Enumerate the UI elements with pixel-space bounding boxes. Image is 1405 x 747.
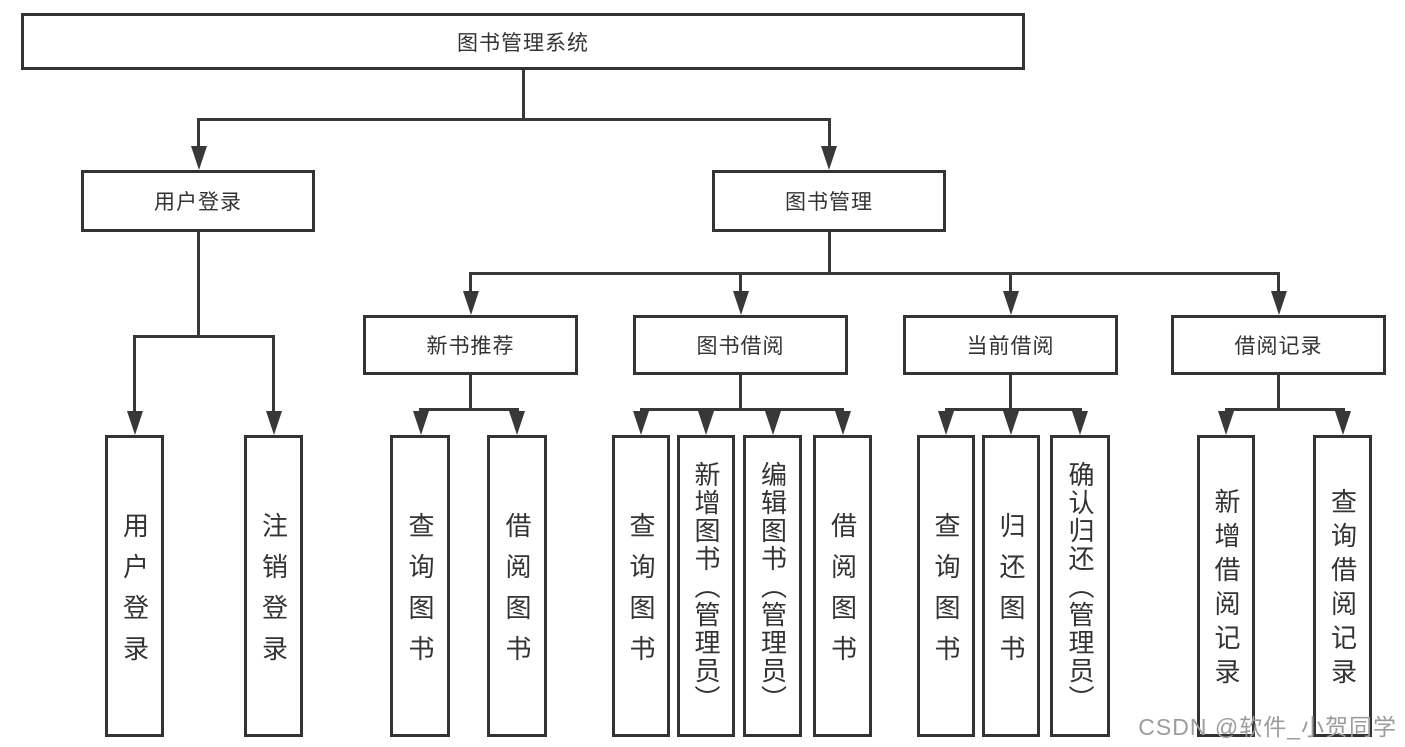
arrowhead-down-icon [126, 411, 143, 435]
arrowhead-down-icon [509, 411, 525, 435]
node-new-book-recommend: 新书推荐 [363, 315, 578, 375]
connector-line [197, 118, 200, 148]
connector-line [1224, 408, 1345, 411]
node-label: 用户登录 [154, 191, 242, 214]
connector-line [469, 272, 1280, 275]
leaf-label: 归还图书 [996, 511, 1026, 676]
leaf-confirm-return-admin: 确认归还（管理员） [1050, 435, 1110, 737]
connector-line [419, 408, 519, 411]
connector-line [1277, 272, 1280, 294]
leaf-query-book-current: 查询图书 [917, 435, 975, 737]
arrowhead-down-icon [698, 411, 714, 435]
watermark: CSDN @软件_小贺同学 [1138, 714, 1397, 740]
arrowhead-down-icon [1218, 411, 1234, 435]
connector-line [133, 334, 136, 413]
leaf-logout: 注销登录 [244, 435, 303, 737]
leaf-borrow-book: 借阅图书 [813, 435, 872, 737]
leaf-label: 确认归还（管理员） [1065, 461, 1095, 713]
arrowhead-down-icon [412, 411, 429, 435]
leaf-query-book-borrowing: 查询图书 [612, 435, 670, 737]
connector-line [1277, 375, 1280, 410]
connector-line [1009, 272, 1012, 294]
arrowhead-down-icon [732, 291, 749, 315]
leaf-borrow-book-recommend: 借阅图书 [487, 435, 547, 737]
node-label: 图书管理系统 [457, 31, 589, 55]
arrowhead-down-icon [1002, 291, 1019, 315]
connector-line [197, 118, 831, 121]
arrowhead-down-icon [1334, 411, 1351, 435]
arrowhead-down-icon [1270, 291, 1287, 315]
arrowhead-down-icon [1003, 411, 1019, 435]
connector-line [197, 232, 200, 336]
node-book-management-branch: 图书管理 [712, 170, 946, 232]
node-library-management-system: 图书管理系统 [21, 13, 1025, 70]
leaf-label: 新增图书（管理员） [691, 461, 721, 713]
arrowhead-down-icon [821, 146, 837, 170]
arrowhead-down-icon [938, 411, 954, 435]
leaf-label: 用户登录 [119, 511, 150, 676]
leaf-add-borrow-record: 新增借阅记录 [1197, 435, 1255, 737]
connector-line [827, 232, 831, 275]
leaf-label: 查询借阅记录 [1327, 488, 1358, 692]
arrowhead-down-icon [462, 291, 479, 315]
leaf-return-book: 归还图书 [982, 435, 1040, 737]
connector-line [739, 272, 742, 294]
arrowhead-down-icon [834, 411, 851, 435]
node-borrowing-records: 借阅记录 [1171, 315, 1386, 375]
arrowhead-down-icon [1072, 411, 1088, 435]
connector-line [133, 334, 275, 338]
leaf-edit-book-admin: 编辑图书（管理员） [743, 435, 802, 737]
connector-line [272, 334, 275, 413]
leaf-label: 借阅图书 [502, 511, 532, 676]
leaf-user-login: 用户登录 [105, 435, 164, 737]
leaf-label: 新增借阅记录 [1211, 488, 1241, 692]
connector-line [521, 70, 525, 120]
leaf-label: 查询图书 [931, 511, 961, 676]
connector-line [469, 272, 472, 294]
connector-line [639, 408, 844, 411]
leaf-label: 注销登录 [258, 511, 289, 676]
node-label: 图书管理 [785, 191, 873, 214]
leaf-label: 查询图书 [626, 511, 656, 676]
arrowhead-down-icon [265, 411, 282, 435]
node-label: 新书推荐 [426, 335, 515, 358]
leaf-add-book-admin: 新增图书（管理员） [677, 435, 735, 737]
node-label: 图书借阅 [696, 335, 785, 358]
leaf-label: 借阅图书 [827, 511, 858, 676]
node-label: 借阅记录 [1234, 335, 1323, 358]
node-user-login-branch: 用户登录 [81, 170, 315, 232]
node-label: 当前借阅 [966, 335, 1055, 358]
connector-line [469, 375, 472, 410]
leaf-query-book-recommend: 查询图书 [390, 435, 450, 737]
connector-line [1009, 375, 1012, 410]
leaf-query-borrow-record: 查询借阅记录 [1313, 435, 1372, 737]
arrowhead-down-icon [190, 146, 207, 170]
node-current-borrowing: 当前借阅 [903, 315, 1118, 375]
leaf-label: 编辑图书（管理员） [757, 461, 788, 713]
connector-line [827, 118, 831, 148]
node-book-borrowing: 图书借阅 [633, 315, 848, 375]
connector-line [739, 375, 742, 410]
connector-line [944, 408, 1082, 411]
arrowhead-down-icon [633, 411, 649, 435]
leaf-label: 查询图书 [405, 511, 435, 676]
arrowhead-down-icon [764, 411, 781, 435]
